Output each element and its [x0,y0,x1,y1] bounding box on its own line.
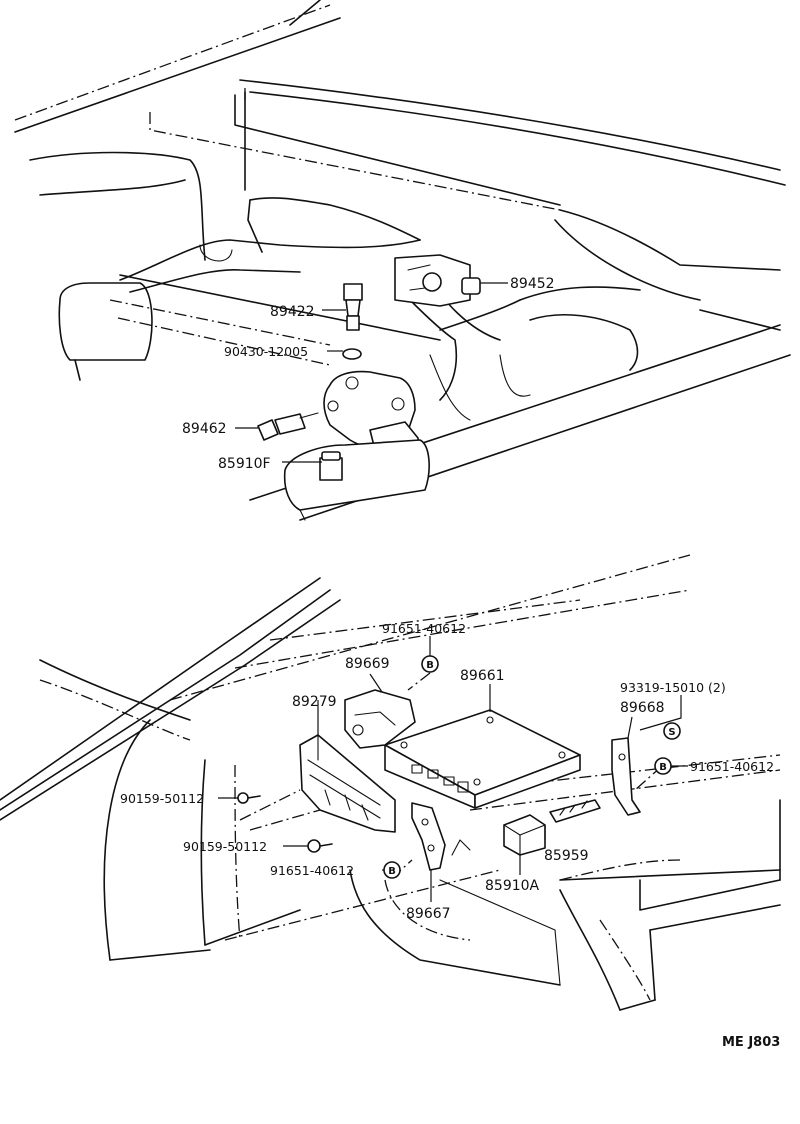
label-91651-40612-bottom: 91651-40612 [270,863,354,878]
bottom-leader-lines [218,636,688,902]
label-89668: 89668 [620,700,665,716]
svg-text:B: B [388,866,396,877]
svg-text:B: B [659,762,667,773]
label-90430-12005: 90430-12005 [224,344,308,359]
label-89667: 89667 [406,906,451,922]
label-89452: 89452 [510,276,555,292]
label-89279: 89279 [292,694,337,710]
label-91651-40612-right: 91651-40612 [690,759,774,774]
label-91651-40612-top: 91651-40612 [382,621,466,636]
label-89661: 89661 [460,668,505,684]
marker-b-1: B [421,655,439,673]
bolt-icon [237,792,261,804]
marker-b-3: B [383,861,401,879]
bolt-icon [307,839,333,853]
label-85959: 85959 [544,848,589,864]
label-85910A: 85910A [485,878,540,894]
drawing-code: ME J803 [722,1035,780,1050]
top-illustration [14,0,791,521]
label-90159-50112-b: 90159-50112 [183,839,267,854]
label-89462: 89462 [182,421,227,437]
top-leader-lines [235,282,508,463]
marker-b-2: B [654,757,672,775]
label-89422: 89422 [270,304,315,320]
label-90159-50112-a: 90159-50112 [120,791,204,806]
marker-s: S [663,722,681,740]
label-85910F: 85910F [218,456,271,472]
svg-text:B: B [426,660,434,671]
label-89669: 89669 [345,656,390,672]
svg-text:S: S [668,727,675,738]
bottom-illustration [0,554,781,1011]
label-93319-15010: 93319-15010 (2) [620,680,726,695]
